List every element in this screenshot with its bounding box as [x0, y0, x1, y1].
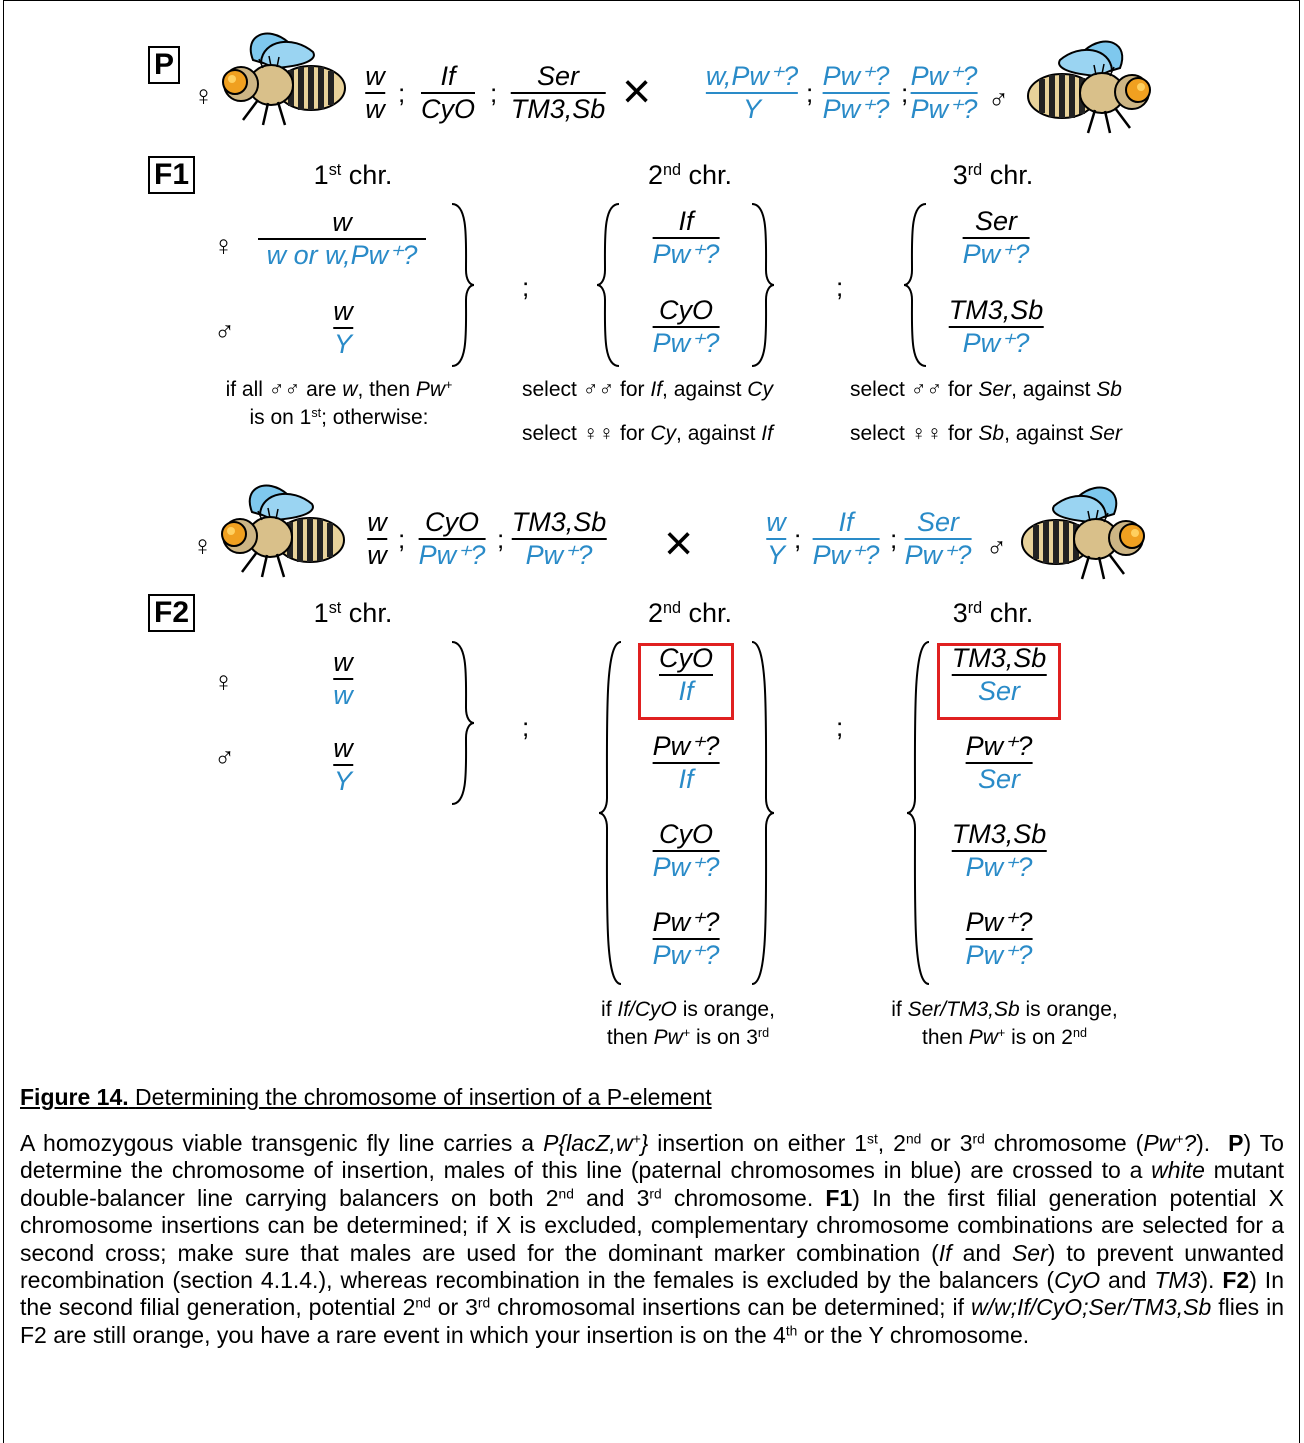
- f1-note-second-a: select ♂♂ for If, against Cy: [522, 378, 773, 401]
- f2-note-second: if If/CyO is orange,then Pw+ is on 3rd: [601, 998, 775, 1049]
- generation-label-f2: F2: [148, 594, 196, 632]
- left-brace: [906, 641, 930, 985]
- chromosome-label-3: 3rd chr.: [952, 598, 1034, 628]
- semicolon: ;: [890, 524, 898, 554]
- right-brace: [451, 641, 475, 805]
- female-symbol: ♀: [193, 80, 214, 111]
- f2-note-third: if Ser/TM3,Sb is orange,then Pw+ is on 2…: [891, 998, 1118, 1049]
- cross-symbol: ×: [664, 515, 694, 571]
- highlight-box: [937, 643, 1061, 720]
- male-symbol: ♂: [986, 532, 1007, 563]
- fly-icon-female: [212, 482, 352, 582]
- semicolon: ;: [398, 524, 406, 554]
- chromosome-label-2: 2nd chr.: [647, 598, 733, 628]
- right-brace: [451, 203, 475, 367]
- left-brace: [598, 641, 622, 985]
- fly-icon-female: [213, 30, 353, 130]
- generation-label-p: P: [148, 46, 181, 84]
- left-brace: [596, 203, 620, 367]
- male-symbol: ♂: [988, 84, 1009, 115]
- highlight-box: [638, 643, 734, 720]
- left-brace: [903, 203, 927, 367]
- figure-caption-body: A homozygous viable transgenic fly line …: [20, 1130, 1285, 1348]
- f1-note-first: if all ♂♂ are w, then Pw+is on 1st; othe…: [225, 378, 453, 429]
- female-symbol: ♀: [213, 230, 234, 261]
- chromosome-label-1: 1st chr.: [313, 160, 393, 190]
- genotype-fraction: w,Pw⁺?Y: [705, 61, 799, 125]
- fly-icon-male: [1015, 38, 1165, 138]
- fly-icon-male: [1014, 484, 1154, 584]
- f1-note-third-a: select ♂♂ for Ser, against Sb: [850, 378, 1122, 401]
- chromosome-label-3: 3rd chr.: [952, 160, 1034, 190]
- semicolon: ;: [398, 78, 406, 108]
- chromosome-label-1: 1st chr.: [313, 598, 393, 628]
- semicolon: ;: [490, 78, 498, 108]
- genotype-fraction: Pw⁺?Ser: [965, 731, 1033, 795]
- semicolon: ;: [522, 712, 530, 742]
- cross-symbol: ×: [622, 63, 652, 119]
- genotype-fraction: Pw⁺?Pw⁺?: [822, 61, 890, 125]
- figure-frame: [3, 0, 1300, 1443]
- semicolon: ;: [497, 524, 505, 554]
- f1-note-third-b: select ♀♀ for Sb, against Ser: [850, 422, 1122, 445]
- right-brace: [751, 203, 775, 367]
- male-symbol: ♂: [214, 742, 235, 773]
- chromosome-label-2: 2nd chr.: [647, 160, 733, 190]
- genotype-fraction: Pw⁺?Pw⁺?: [965, 907, 1033, 971]
- semicolon: ;: [522, 272, 530, 302]
- generation-label-f1: F1: [148, 156, 196, 194]
- semicolon: ;: [794, 524, 802, 554]
- right-brace: [751, 641, 775, 985]
- f1-note-second-b: select ♀♀ for Cy, against If: [522, 422, 773, 445]
- male-symbol: ♂: [214, 316, 235, 347]
- semicolon: ;: [901, 78, 909, 108]
- female-symbol: ♀: [192, 530, 213, 561]
- female-symbol: ♀: [213, 666, 234, 697]
- genotype-fraction: Pw⁺?Pw⁺?: [652, 907, 720, 971]
- semicolon: ;: [836, 712, 844, 742]
- semicolon: ;: [806, 78, 814, 108]
- semicolon: ;: [836, 272, 844, 302]
- figure-caption-title: Figure 14. Determining the chromosome of…: [20, 1084, 712, 1110]
- genotype-fraction: Pw⁺?Pw⁺?: [910, 61, 978, 125]
- genotype-fraction: Pw⁺?If: [652, 731, 720, 795]
